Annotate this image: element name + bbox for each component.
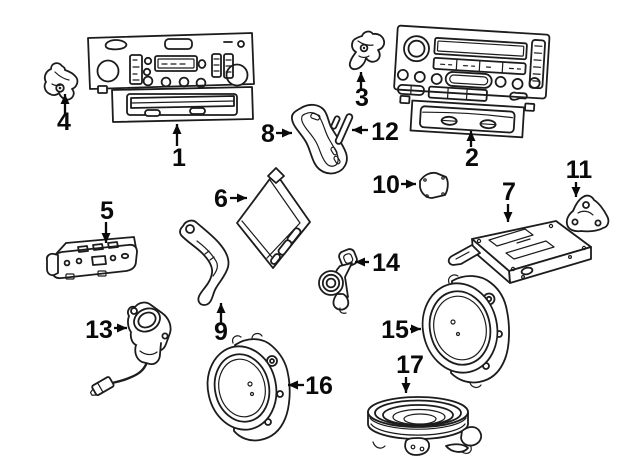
part-13-tweeter-harness[interactable] [88,301,172,398]
callout-label-8[interactable]: 8 [261,120,275,148]
part-12-pin[interactable] [330,113,354,145]
part-17-subwoofer[interactable] [367,396,483,456]
callout-label-15[interactable]: 15 [381,316,409,344]
part-2-radio-receiver[interactable] [392,24,551,139]
part-4-bracket[interactable] [43,62,79,101]
part-3-bracket[interactable] [348,30,386,71]
part-7-amplifier[interactable] [447,220,592,284]
callout-label-13[interactable]: 13 [85,316,113,344]
part-9-bracket[interactable] [179,219,230,306]
part-11-bracket[interactable] [565,194,610,233]
callout-label-9[interactable]: 9 [214,318,228,346]
part-10-clip[interactable] [419,171,449,199]
callout-label-4[interactable]: 4 [57,108,71,136]
part-15-speaker[interactable] [414,274,510,389]
part-16-speaker[interactable] [200,332,291,442]
callout-arrows [60,72,581,393]
callout-label-3[interactable]: 3 [355,84,369,112]
callout-label-12[interactable]: 12 [371,118,399,146]
callout-label-17[interactable]: 17 [396,351,424,379]
part-1-radio-receiver[interactable] [87,32,255,123]
part-5-amplifier-module[interactable] [45,236,138,280]
callout-label-7[interactable]: 7 [502,178,516,206]
part-6-control-module[interactable] [236,167,311,269]
callout-label-6[interactable]: 6 [214,185,228,213]
callout-label-5[interactable]: 5 [100,197,114,225]
part-8-cover-bracket[interactable] [290,103,348,175]
callout-label-11[interactable]: 11 [566,156,593,184]
callout-labels: 1 2 3 4 5 6 7 8 9 10 11 12 13 14 15 16 1… [57,84,592,400]
callout-label-16[interactable]: 16 [305,372,333,400]
callout-label-2[interactable]: 2 [465,144,479,172]
callout-label-1[interactable]: 1 [172,144,186,172]
callout-label-14[interactable]: 14 [372,249,400,277]
callout-label-10[interactable]: 10 [372,171,400,199]
part-14-tweeter-bracket[interactable] [318,248,358,314]
